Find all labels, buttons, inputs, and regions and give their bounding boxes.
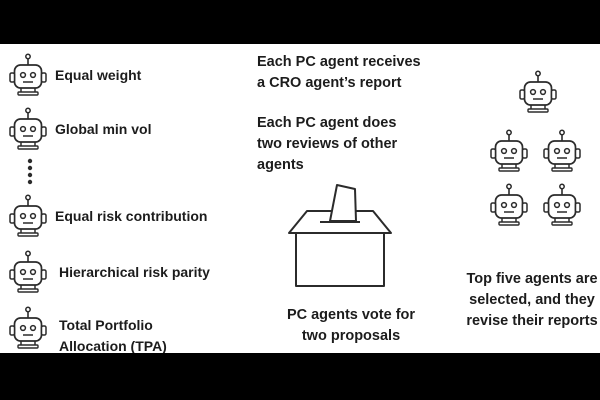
diagram-canvas: Equal weight Global min vol Equal risk c… bbox=[0, 44, 600, 353]
strategy-label-tpa: Total Portfolio Allocation (TPA) bbox=[59, 317, 167, 353]
robot-icon bbox=[519, 70, 557, 113]
step-receive-report: Each PC agent receives a CRO agent’s rep… bbox=[257, 54, 421, 91]
step-selection: Top five agents are selected, and they r… bbox=[466, 271, 598, 329]
robot-icon bbox=[9, 194, 47, 237]
ballot-box-icon bbox=[288, 184, 392, 287]
strategy-label-hierarchical-risk-parity: Hierarchical risk parity bbox=[59, 264, 210, 280]
robot-icon bbox=[9, 53, 47, 96]
robot-icon bbox=[543, 129, 581, 172]
robot-icon bbox=[9, 107, 47, 150]
robot-icon bbox=[490, 129, 528, 172]
robot-icon bbox=[9, 306, 47, 349]
robot-icon bbox=[490, 183, 528, 226]
strategy-label-equal-risk-contribution: Equal risk contribution bbox=[55, 208, 208, 224]
step-vote: PC agents vote for two proposals bbox=[286, 307, 416, 344]
step-peer-reviews: Each PC agent does two reviews of other … bbox=[257, 115, 398, 173]
robot-icon bbox=[543, 183, 581, 226]
robot-icon bbox=[9, 250, 47, 293]
vertical-ellipsis-icon bbox=[27, 158, 33, 185]
strategy-label-equal-weight: Equal weight bbox=[55, 67, 142, 83]
strategy-label-global-min-vol: Global min vol bbox=[55, 121, 152, 137]
